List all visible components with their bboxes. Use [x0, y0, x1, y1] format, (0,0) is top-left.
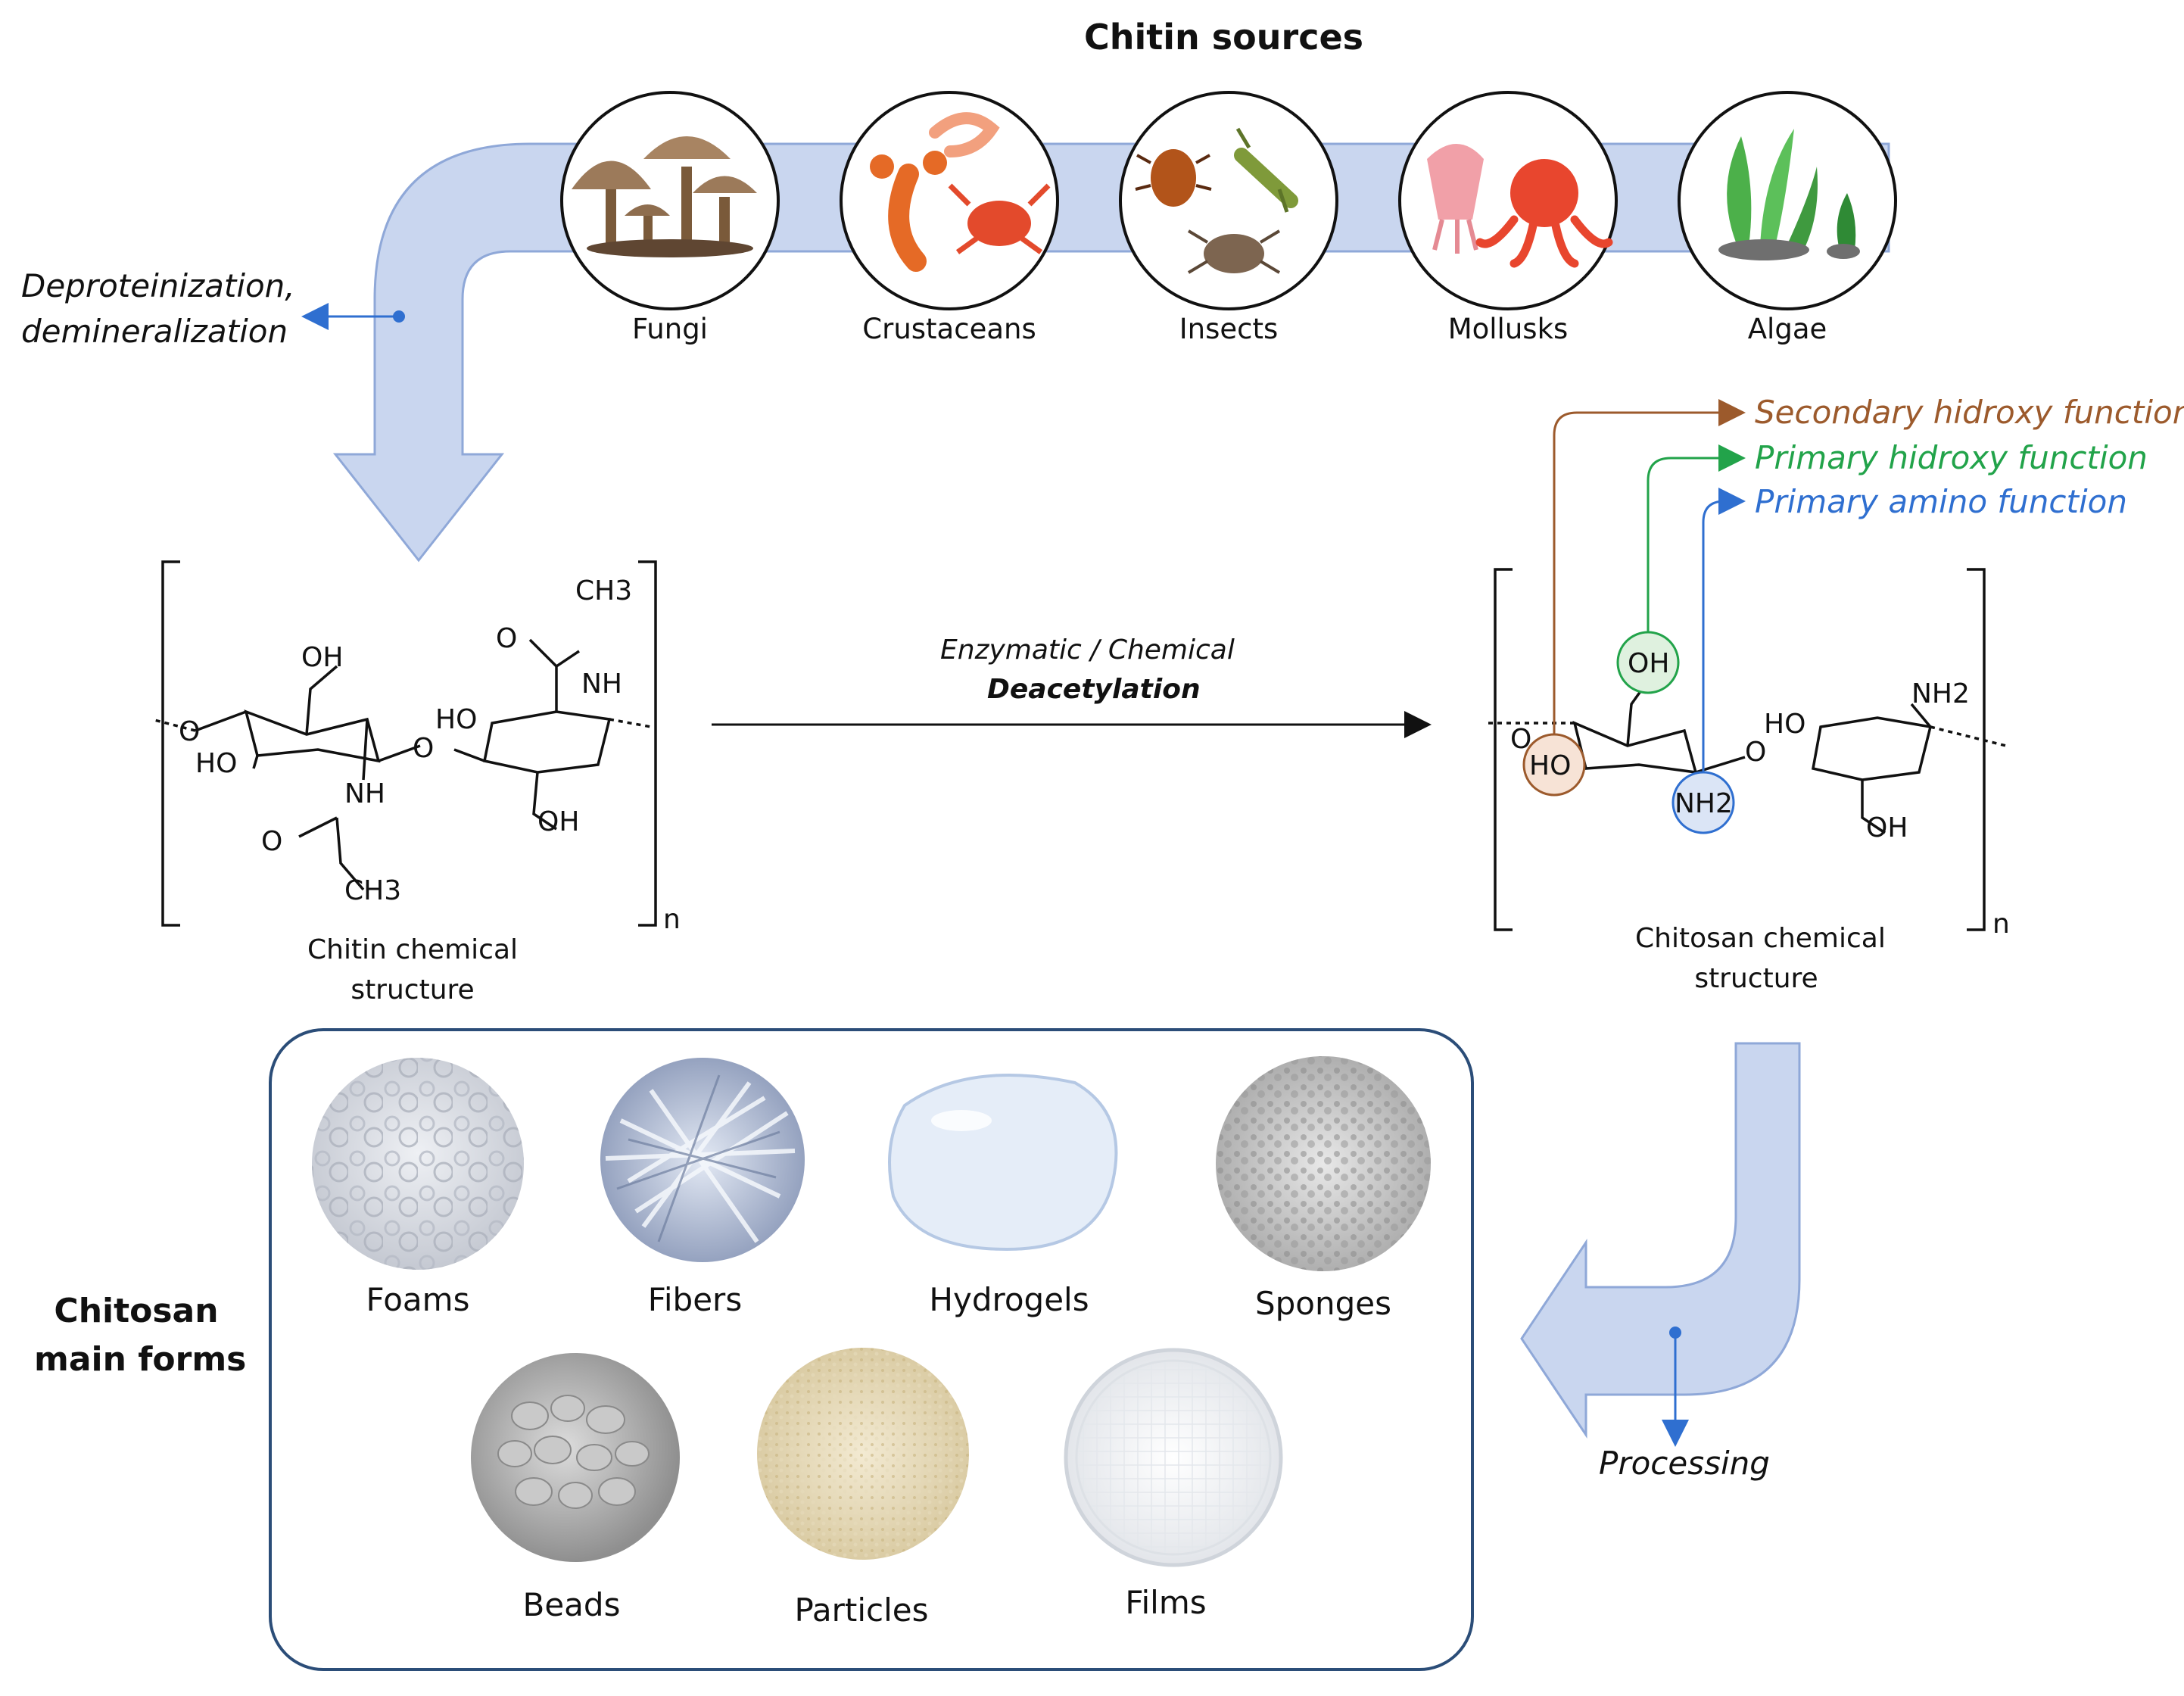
chitin-nh-top: NH	[581, 669, 622, 700]
chitin-o-top: O	[496, 623, 517, 654]
source-label-crustaceans: Crustaceans	[862, 313, 1036, 345]
reaction-type-label: Enzymatic / Chemical	[940, 634, 1235, 666]
particle-image	[757, 1348, 969, 1560]
lobster-icon	[870, 151, 947, 272]
source-label-algae: Algae	[1747, 313, 1827, 345]
source-label-mollusks: Mollusks	[1447, 313, 1569, 345]
source-algae	[1678, 91, 1897, 310]
deproteinization-line-2: demineralization	[21, 313, 288, 350]
sponge-image	[1216, 1056, 1431, 1271]
chitin-ho-left: HO	[195, 748, 237, 779]
chitin-caption: Chitin chemical structure	[295, 930, 530, 1010]
chitin-sources-title: Chitin sources	[1084, 17, 1364, 58]
source-insects	[1119, 91, 1338, 310]
shrimp-icon	[929, 112, 1000, 157]
chitosan-o-left: O	[1510, 724, 1531, 755]
chitosan-forms-title: Chitosan main forms	[34, 1287, 247, 1384]
chitin-bracket-left	[161, 560, 180, 927]
seaweed-icon	[1718, 129, 1860, 260]
chitosan-bracket-left	[1494, 568, 1513, 931]
octopus-icon	[1475, 159, 1613, 268]
chitin-oh-bottom: OH	[537, 806, 579, 837]
secondary-hydroxy-pointer	[1553, 399, 1746, 734]
forms-title-line-1: Chitosan	[54, 1292, 219, 1330]
source-label-fungi: Fungi	[632, 313, 708, 345]
chitin-caption-line-2: structure	[350, 974, 475, 1005]
processing-arrow	[1520, 1042, 1801, 1439]
deproteinization-label: Deproteinization, demineralization	[21, 263, 295, 354]
chitosan-bracket-right	[1967, 568, 1986, 931]
chitosan-nh2-primary: NH2	[1675, 788, 1733, 819]
chitin-ho-mid: HO	[435, 704, 477, 735]
chitosan-caption-line-2: structure	[1694, 963, 1818, 994]
chitin-o-link: O	[413, 733, 434, 764]
hydrogel-image	[888, 1074, 1118, 1252]
chitin-repeat-n: n	[663, 904, 681, 935]
source-crustaceans	[840, 91, 1059, 310]
chitin-o-left: O	[179, 716, 200, 747]
chitin-oh-top: OH	[301, 642, 343, 673]
primary-amino-pointer	[1702, 488, 1746, 772]
film-image	[1064, 1348, 1283, 1567]
chitosan-caption-line-1: Chitosan chemical	[1635, 923, 1886, 954]
chitosan-oh-primary: OH	[1628, 648, 1669, 679]
chitosan-caption: Chitosan chemical structure	[1635, 918, 1886, 999]
form-label-particles: Particles	[794, 1592, 929, 1629]
chitin-ch3-top: CH3	[575, 575, 632, 606]
form-label-foams: Foams	[366, 1281, 470, 1318]
deacetylation-label: Deacetylation	[987, 674, 1201, 705]
foam-image	[312, 1058, 524, 1270]
grasshopper-icon	[1234, 127, 1298, 213]
chitin-ch3-bottom: CH3	[344, 875, 401, 906]
deproteinization-connector	[301, 303, 405, 330]
deproteinization-line-1: Deproteinization,	[21, 267, 295, 304]
source-label-insects: Insects	[1179, 313, 1279, 345]
chitin-nh-bottom: NH	[344, 778, 385, 809]
primary-hydroxy-label: Primary hidroxy function	[1755, 439, 2148, 476]
primary-amino-label: Primary amino function	[1755, 483, 2127, 520]
squid-icon	[1427, 144, 1484, 254]
form-label-sponges: Sponges	[1254, 1285, 1392, 1322]
chitin-ring-1	[244, 709, 381, 763]
processing-label: Processing	[1599, 1445, 1770, 1482]
chitosan-ho-secondary: HO	[1529, 750, 1571, 781]
form-label-hydrogels: Hydrogels	[929, 1281, 1089, 1318]
source-mollusks	[1398, 91, 1618, 310]
chitin-caption-line-1: Chitin chemical	[307, 934, 518, 965]
beetle-icon	[1135, 149, 1212, 207]
source-fungi	[560, 91, 780, 310]
chitosan-oh-bottom: OH	[1866, 812, 1908, 843]
bead-image	[471, 1353, 680, 1562]
chitosan-repeat-n: n	[1992, 909, 2010, 940]
form-label-fibers: Fibers	[647, 1281, 743, 1318]
crab-icon	[948, 183, 1051, 254]
secondary-hydroxy-label: Secondary hidroxy function	[1755, 394, 2184, 431]
form-label-beads: Beads	[522, 1586, 621, 1623]
chitosan-ring-1	[1572, 721, 1698, 775]
processing-connector	[1662, 1327, 1689, 1447]
chitin-structure	[151, 560, 657, 927]
tick-icon	[1187, 229, 1281, 274]
chitosan-nh2-top: NH2	[1911, 678, 1970, 709]
forms-title-line-2: main forms	[34, 1340, 247, 1379]
fiber-image	[600, 1058, 805, 1262]
chitin-ring-2	[482, 710, 612, 774]
chitin-bracket-right	[638, 560, 657, 927]
chitin-o-bottom: O	[261, 826, 282, 857]
chitosan-ho-mid: HO	[1764, 709, 1805, 740]
primary-hydroxy-pointer	[1647, 444, 1746, 632]
chitosan-ring-2	[1811, 716, 1933, 781]
chitosan-o-link: O	[1745, 737, 1766, 768]
mushroom-icon	[572, 136, 757, 257]
form-label-films: Films	[1125, 1584, 1207, 1621]
